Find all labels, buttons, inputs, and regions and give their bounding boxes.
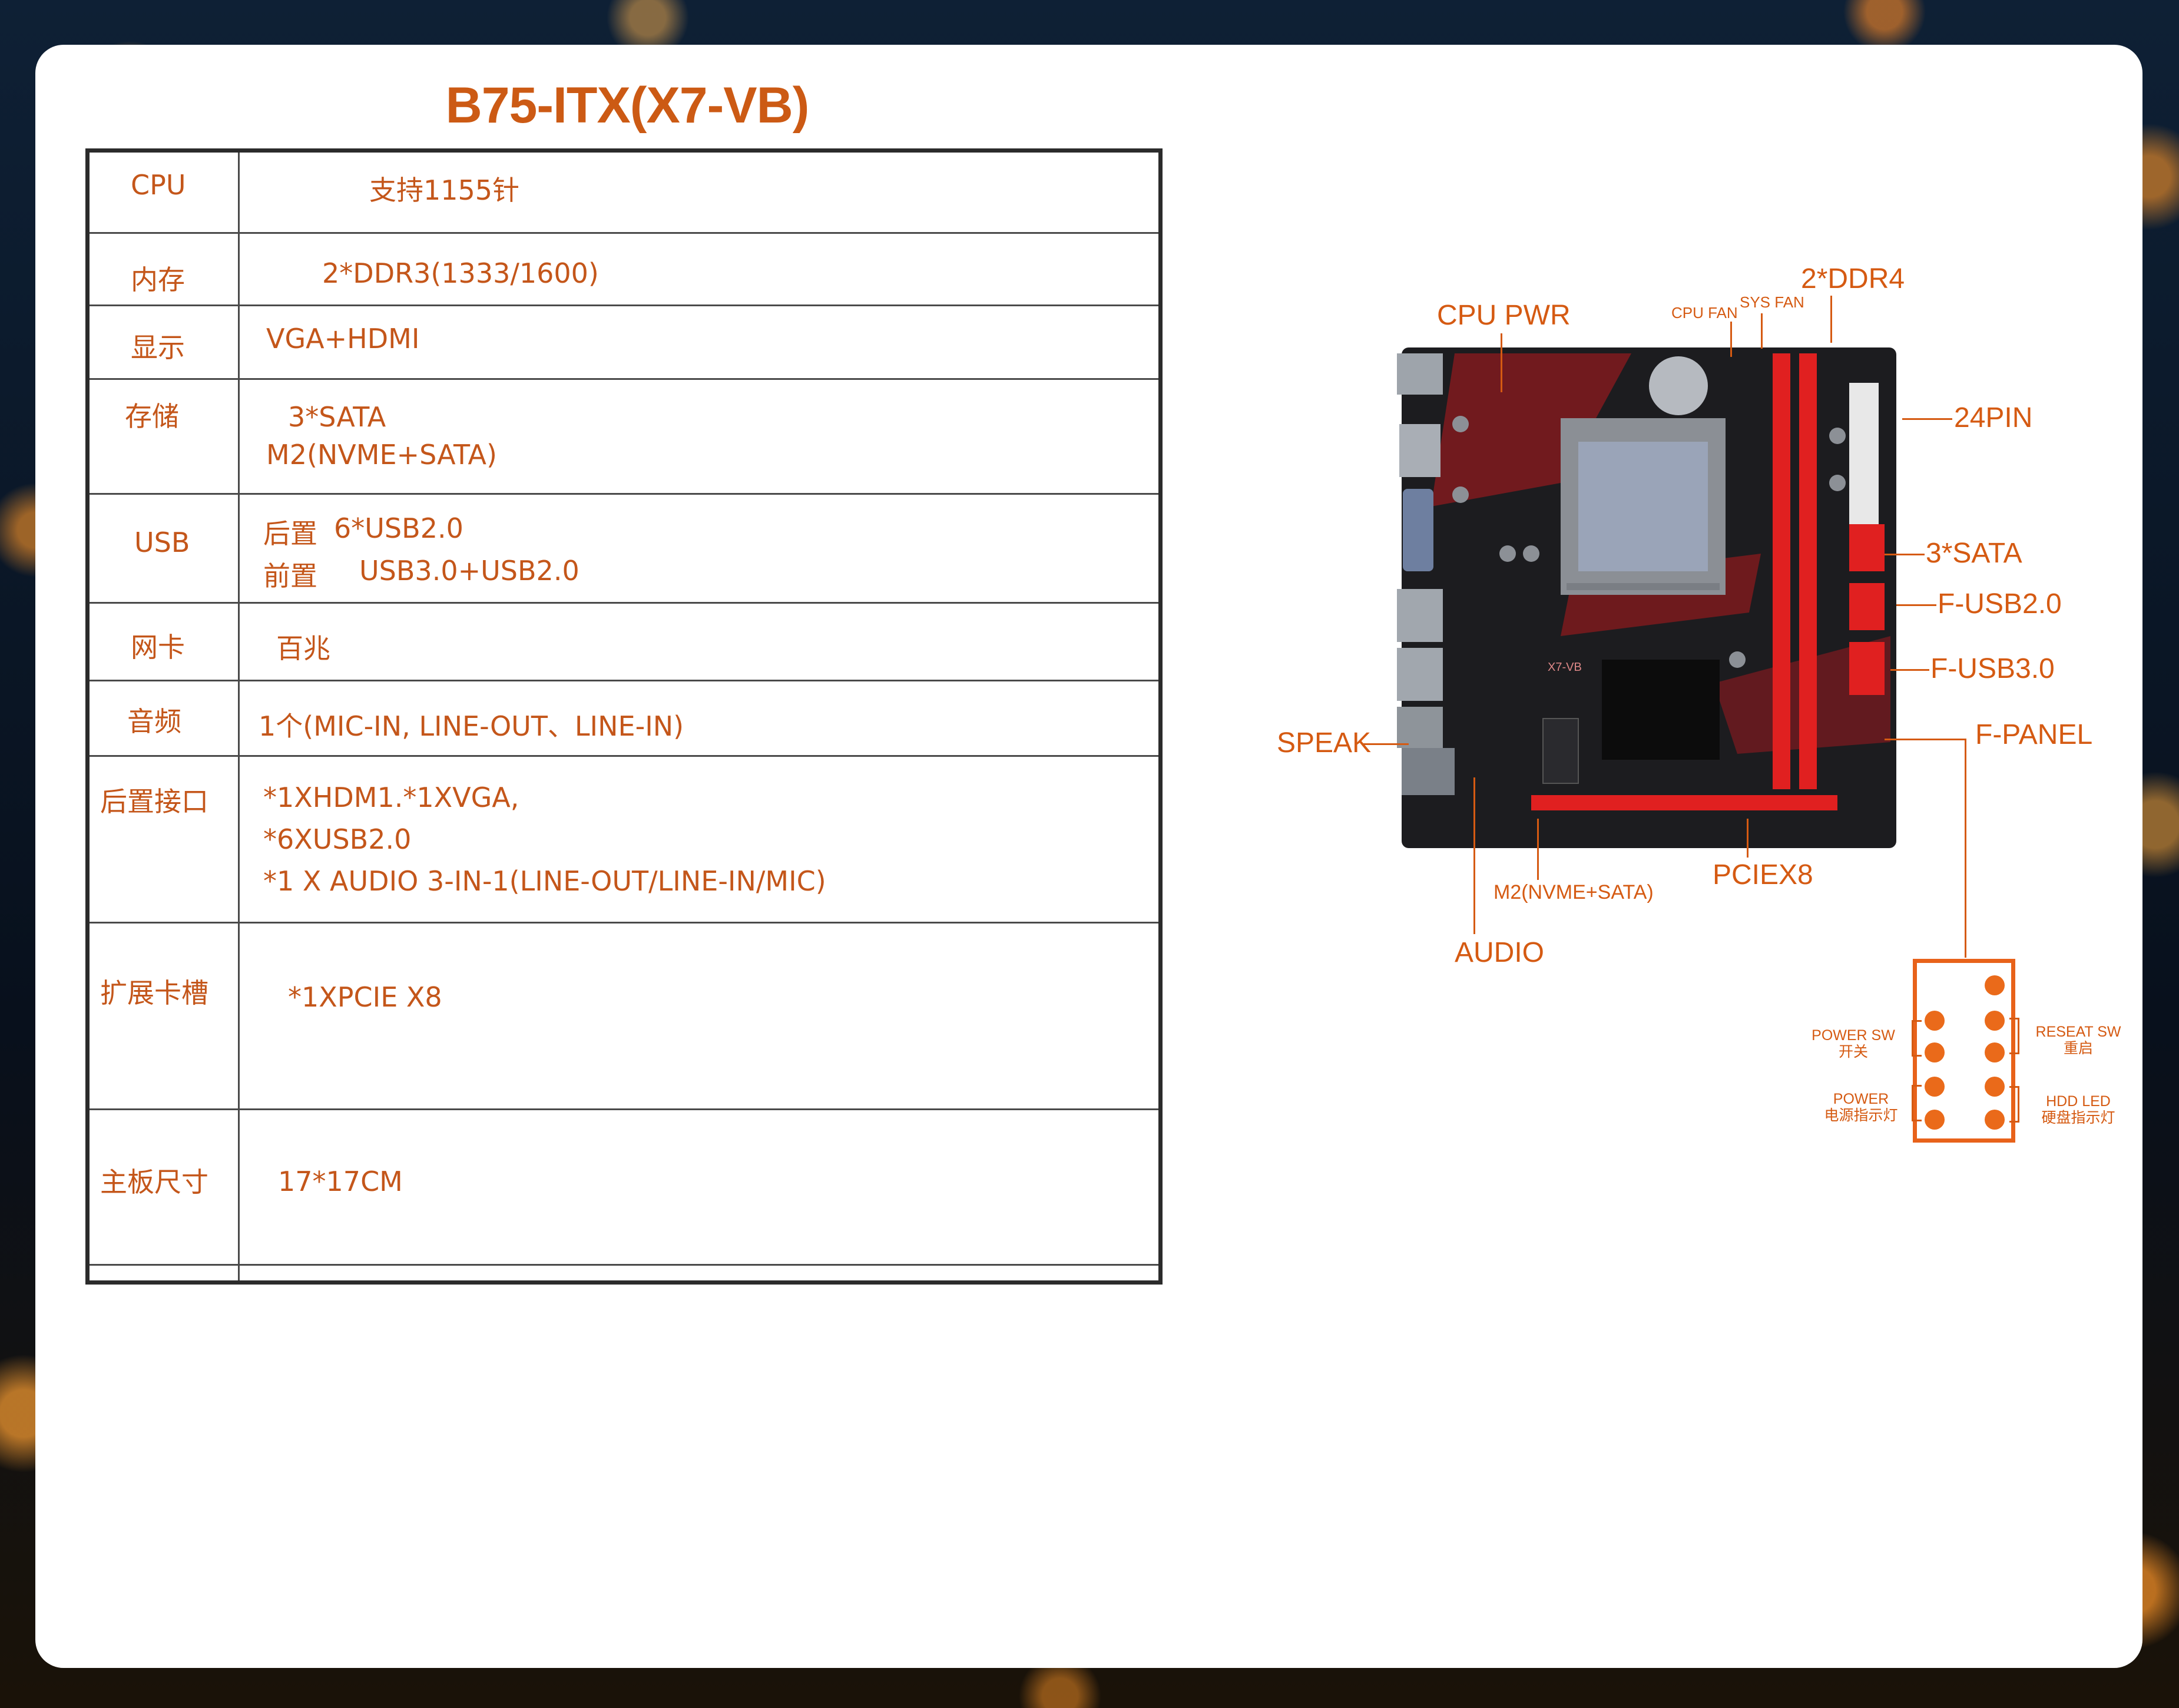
panel-pin <box>1925 1077 1945 1097</box>
spec-key: 扩展卡槽 <box>100 977 208 1009</box>
spec-value: 后置 <box>263 518 317 550</box>
power-sw-text: POWER SW <box>1812 1027 1895 1044</box>
hdd-led-text: HDD LED <box>2046 1093 2111 1110</box>
reset-sw-cn-text: 重启 <box>2063 1040 2093 1057</box>
spec-value: M2(NVME+SATA) <box>266 439 497 471</box>
motherboard-image <box>1397 347 1896 848</box>
spec-row-storage: 存储 3*SATA M2(NVME+SATA) <box>87 378 1161 495</box>
spec-key: 显示 <box>131 332 185 363</box>
spec-value: 2*DDR3(1333/1600) <box>322 257 599 289</box>
cpu-fan-label: CPU FAN <box>1671 304 1738 322</box>
spec-row-display: 显示 VGA+HDMI <box>87 304 1161 380</box>
spec-value: 支持1155针 <box>369 174 520 206</box>
f-usb3-label: F-USB3.0 <box>1930 653 2055 684</box>
power-sw-cn-text: 开关 <box>1838 1044 1868 1060</box>
panel-pin <box>1925 1042 1945 1062</box>
panel-pin <box>1985 975 2005 995</box>
f-panel-header <box>1913 959 2015 1143</box>
spec-row-rear-io: 后置接口 *1XHDM1.*1XVGA, *6XUSB2.0 *1 X AUDI… <box>87 755 1161 923</box>
spec-value: *1XHDM1.*1XVGA, <box>263 782 519 813</box>
spec-row-empty <box>87 1264 1161 1283</box>
spec-value: USB3.0+USB2.0 <box>359 555 579 587</box>
24pin-label: 24PIN <box>1954 402 2033 433</box>
spec-key: 网卡 <box>131 631 185 663</box>
leader-line <box>1896 604 1936 606</box>
f-usb2-label: F-USB2.0 <box>1938 588 2062 620</box>
spec-key: 存储 <box>125 400 179 432</box>
spec-key: CPU <box>131 169 186 201</box>
leader-line <box>1473 777 1475 934</box>
spec-key: 后置接口 <box>100 786 208 817</box>
leader-line <box>1830 296 1832 343</box>
spec-value: 前置 <box>263 560 317 592</box>
leader-line <box>1501 333 1502 392</box>
bracket <box>1912 1085 1922 1121</box>
hdd-led-cn-text: 硬盘指示灯 <box>2041 1110 2115 1126</box>
spec-key: 音频 <box>127 706 181 737</box>
leader-line <box>1537 819 1539 880</box>
spec-row-usb: USB 后置 6*USB2.0 前置 USB3.0+USB2.0 <box>87 493 1161 604</box>
leader-line <box>1730 322 1732 357</box>
spec-table: CPU 支持1155针 内存 2*DDR3(1333/1600) 显示 VGA+… <box>85 148 1163 1285</box>
spec-value: *1XPCIE X8 <box>288 981 442 1013</box>
spec-value: 17*17CM <box>278 1166 403 1197</box>
audio-label: AUDIO <box>1455 937 1545 968</box>
power-cn-text: 电源指示灯 <box>1824 1107 1898 1124</box>
spec-key: USB <box>134 527 190 558</box>
power-text: POWER <box>1833 1091 1889 1107</box>
spec-row-cpu: CPU 支持1155针 <box>87 150 1161 234</box>
spec-key: 主板尺寸 <box>100 1166 208 1198</box>
spec-row-audio: 音频 1个(MIC-IN, LINE-OUT、LINE-IN) <box>87 680 1161 757</box>
bracket <box>2009 1018 2019 1054</box>
spec-row-expansion: 扩展卡槽 *1XPCIE X8 <box>87 922 1161 1110</box>
spec-value: 6*USB2.0 <box>334 512 463 544</box>
panel-pin <box>1985 1011 2005 1031</box>
panel-pin <box>1985 1042 2005 1062</box>
spec-value: 百兆 <box>276 633 330 664</box>
leader-line <box>1902 418 1952 420</box>
panel-pin <box>1925 1110 1945 1130</box>
speak-label: SPEAK <box>1277 727 1372 759</box>
spec-value: *1 X AUDIO 3-IN-1(LINE-OUT/LINE-IN/MIC) <box>263 865 826 897</box>
board-silkscreen: X7-VB <box>1548 661 1582 674</box>
leader-line <box>1362 743 1409 745</box>
spec-key: 内存 <box>131 264 185 296</box>
bracket <box>2009 1086 2019 1123</box>
pciex8-label: PCIEX8 <box>1713 859 1813 891</box>
power-sw-label: POWER SW 开关 <box>1803 1027 1903 1060</box>
spec-value: *6XUSB2.0 <box>263 823 412 855</box>
m2-label: M2(NVME+SATA) <box>1493 881 1654 903</box>
leader-line <box>1885 554 1925 555</box>
spec-value: VGA+HDMI <box>266 323 420 355</box>
panel-pin <box>1985 1110 2005 1130</box>
panel-pin <box>1985 1077 2005 1097</box>
leader-line <box>1890 669 1929 671</box>
leader-line <box>1761 313 1763 349</box>
spec-value: 3*SATA <box>288 401 386 433</box>
sys-fan-label: SYS FAN <box>1740 293 1804 311</box>
spec-row-memory: 内存 2*DDR3(1333/1600) <box>87 232 1161 306</box>
spec-row-nic: 网卡 百兆 <box>87 602 1161 681</box>
bracket <box>1912 1020 1922 1057</box>
ddr-label: 2*DDR4 <box>1801 263 1905 294</box>
reset-sw-label: RESEAT SW 重启 <box>2028 1024 2128 1057</box>
product-title: B75-ITX(X7-VB) <box>445 77 810 134</box>
panel-pin <box>1925 1011 1945 1031</box>
leader-line <box>1965 739 1966 958</box>
hdd-led-label: HDD LED 硬盘指示灯 <box>2028 1093 2128 1126</box>
reset-sw-text: RESEAT SW <box>2035 1024 2121 1040</box>
leader-line <box>1747 819 1749 858</box>
cpu-pwr-label: CPU PWR <box>1437 300 1571 331</box>
spec-row-board-size: 主板尺寸 17*17CM <box>87 1108 1161 1266</box>
f-panel-label: F-PANEL <box>1975 719 2093 750</box>
power-led-label: POWER 电源指示灯 <box>1809 1091 1913 1124</box>
sata-label: 3*SATA <box>1926 538 2022 569</box>
leader-line <box>1885 739 1965 740</box>
spec-value: 1个(MIC-IN, LINE-OUT、LINE-IN) <box>259 710 684 742</box>
